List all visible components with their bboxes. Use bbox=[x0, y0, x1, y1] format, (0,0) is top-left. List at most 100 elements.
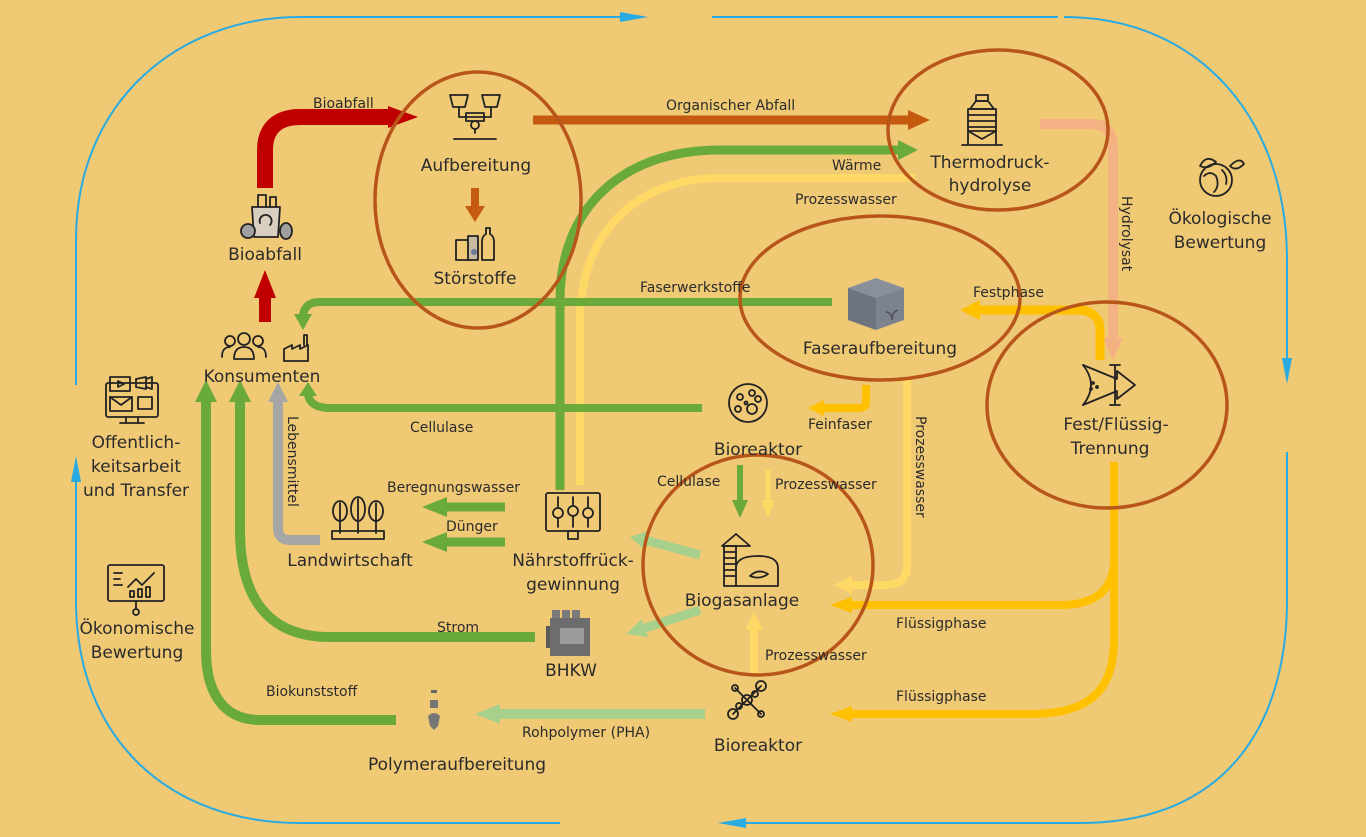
flow-label-lebensmittel: Lebensmittel bbox=[284, 416, 300, 507]
ellipse-aufbereitung bbox=[373, 70, 583, 330]
arrow-cellulase-left-head bbox=[299, 382, 317, 396]
node-naehrstoff-line2[interactable]: gewinnung bbox=[526, 575, 620, 595]
arrow-prozesswasser-vertical bbox=[850, 380, 911, 589]
flow-label-cellulase-left: Cellulase bbox=[410, 420, 473, 436]
arrow-prozesswasser-top bbox=[576, 174, 915, 485]
arrow-rohpolymer-head bbox=[475, 704, 500, 724]
arrow-stoerstoffe-head bbox=[465, 206, 485, 222]
arrow-bioabfall-up-head bbox=[254, 270, 276, 298]
label-oeffentlich-line3: und Transfer bbox=[83, 481, 189, 501]
highlight-ellipses bbox=[373, 48, 1229, 677]
node-polymeraufbereitung[interactable]: Polymeraufbereitung bbox=[368, 755, 546, 775]
media-monitor-icon bbox=[105, 376, 159, 424]
node-thermodruck-line1[interactable]: Thermodruck- bbox=[929, 153, 1049, 173]
waste-bin-icon bbox=[240, 194, 293, 240]
flow-label-fluessigphase-bottom: Flüssigphase bbox=[896, 689, 986, 705]
label-oeffentlich-line2: keitsarbeit bbox=[91, 457, 181, 477]
biogas-plant-icon bbox=[721, 533, 779, 587]
node-naehrstoff-line1[interactable]: Nährstoffrück- bbox=[512, 551, 634, 571]
flow-label-prozesswasser-top: Prozesswasser bbox=[795, 192, 897, 208]
arrow-cellulase-down-head bbox=[732, 500, 748, 518]
node-biogasanlage[interactable]: Biogasanlage bbox=[685, 591, 799, 611]
flow-label-biokunststoff: Biokunststoff bbox=[266, 684, 358, 700]
arrow-fluessigphase-top-head bbox=[830, 597, 852, 613]
icons bbox=[105, 94, 1245, 730]
side-labels: Ökologische Bewertung Offentlich- keitsa… bbox=[80, 207, 1272, 663]
node-aufbereitung[interactable]: Aufbereitung bbox=[421, 156, 531, 176]
people-factory-icon bbox=[221, 332, 309, 362]
ellipse-biogasanlage bbox=[641, 453, 875, 677]
cycle-arrowhead-left bbox=[71, 456, 81, 482]
node-faseraufbereitung[interactable]: Faseraufbereitung bbox=[803, 339, 957, 359]
contaminants-icon bbox=[455, 227, 495, 261]
node-fest-fluessig-line2[interactable]: Trennung bbox=[1070, 439, 1150, 459]
ellipse-faseraufbereitung bbox=[738, 214, 1022, 382]
node-fest-fluessig-line1[interactable]: Fest/Flüssig- bbox=[1063, 415, 1168, 435]
arrow-feinfaser bbox=[822, 385, 870, 412]
node-landwirtschaft[interactable]: Landwirtschaft bbox=[287, 551, 413, 571]
cycle-arrowhead-right bbox=[1282, 358, 1292, 384]
label-oeffentlich-line1: Offentlich- bbox=[92, 433, 181, 453]
arrow-festphase bbox=[978, 305, 1105, 360]
flow-label-festphase: Festphase bbox=[973, 285, 1044, 301]
arrow-strom-head bbox=[229, 380, 251, 402]
label-oekonomisch-line2: Bewertung bbox=[91, 643, 183, 663]
flow-label-hydrolysat: Hydrolysat bbox=[1118, 196, 1134, 272]
node-konsumenten[interactable]: Konsumenten bbox=[204, 367, 321, 387]
arrow-biogas-to-bhkw-head bbox=[626, 619, 648, 637]
arrow-organischer-abfall-head bbox=[908, 110, 930, 130]
nutrient-monitor-icon bbox=[545, 492, 601, 540]
label-oekologisch-line1: Ökologische bbox=[1168, 207, 1271, 229]
flow-label-prozesswasser-vertical: Prozesswasser bbox=[912, 416, 928, 518]
arrow-feinfaser-head bbox=[808, 400, 824, 416]
node-bioreaktor-bottom[interactable]: Bioreaktor bbox=[714, 736, 802, 756]
arrow-duenger-head bbox=[422, 532, 447, 552]
molecule-icon bbox=[727, 680, 767, 720]
microbes-icon bbox=[728, 383, 768, 423]
arrow-festphase-head bbox=[960, 300, 980, 320]
arrow-cellulase-left bbox=[304, 391, 702, 412]
cycle-arrowhead-top bbox=[620, 12, 648, 22]
flow-labels: Bioabfall Organischer Abfall Wärme Proze… bbox=[266, 96, 1134, 741]
crops-icon bbox=[331, 496, 385, 540]
separator-icon bbox=[1082, 364, 1136, 406]
flow-label-cellulase-down: Cellulase bbox=[657, 474, 720, 490]
flow-label-feinfaser: Feinfaser bbox=[808, 417, 872, 433]
flow-label-prozesswasser-bottom: Prozesswasser bbox=[765, 648, 867, 664]
flow-label-duenger: Dünger bbox=[446, 519, 498, 535]
engine-icon bbox=[546, 610, 590, 656]
cycle-right-segment bbox=[1063, 16, 1288, 360]
chart-board-icon bbox=[107, 564, 165, 616]
arrow-fluessigphase-bottom-head bbox=[830, 706, 852, 722]
arrow-biogas-to-bhkw bbox=[643, 605, 702, 633]
node-stoerstoffe[interactable]: Störstoffe bbox=[434, 269, 517, 289]
arrow-lebensmittel bbox=[273, 400, 320, 545]
flow-label-waerme: Wärme bbox=[832, 158, 881, 174]
arrow-hydrolysat-head bbox=[1103, 338, 1123, 360]
arrow-fluessigphase-bottom bbox=[850, 560, 1118, 718]
flow-label-faserwerkstoffe: Faserwerkstoffe bbox=[640, 280, 751, 296]
node-bioreaktor-top[interactable]: Bioreaktor bbox=[714, 440, 802, 460]
ellipse-fest-fluessig bbox=[985, 300, 1229, 510]
flow-label-bioabfall: Bioabfall bbox=[313, 96, 374, 112]
label-oekologisch-line2: Bewertung bbox=[1174, 233, 1266, 253]
globe-leaf-icon bbox=[1199, 157, 1245, 197]
fiber-box-icon bbox=[848, 278, 904, 330]
node-bioabfall[interactable]: Bioabfall bbox=[228, 245, 302, 265]
arrow-waerme-head bbox=[898, 140, 918, 160]
node-thermodruck-line2[interactable]: hydrolyse bbox=[949, 176, 1032, 196]
polymer-icon bbox=[428, 690, 440, 730]
processing-machine-icon bbox=[449, 94, 501, 140]
arrow-prozesswasser-bottom-head bbox=[745, 612, 763, 630]
node-bhkw[interactable]: BHKW bbox=[545, 661, 597, 681]
arrow-biokunststoff bbox=[201, 400, 396, 725]
flow-label-organischer-abfall: Organischer Abfall bbox=[666, 98, 795, 114]
arrow-faserwerkstoffe bbox=[299, 298, 832, 319]
arrow-lebensmittel-head bbox=[268, 382, 288, 402]
cycle-bottom-left-segment bbox=[75, 480, 560, 824]
node-labels: Bioabfall Aufbereitung Störstoffe Thermo… bbox=[204, 153, 1169, 775]
arrow-strom bbox=[235, 400, 535, 642]
outer-cycle-loop bbox=[71, 12, 1292, 828]
cycle-top-left-segment bbox=[75, 16, 620, 385]
flow-label-strom: Strom bbox=[437, 620, 479, 636]
